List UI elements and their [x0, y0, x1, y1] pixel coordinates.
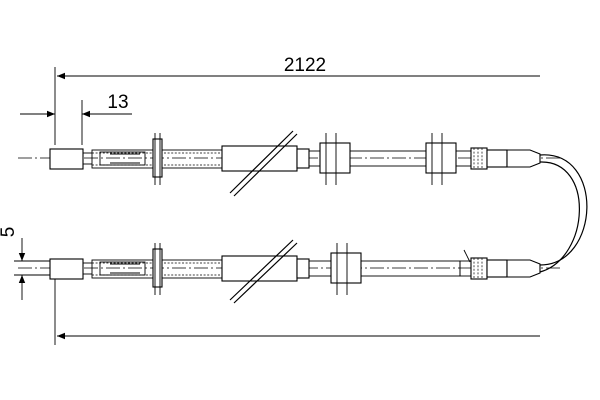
nipple-diameter-dimension: 5: [0, 227, 50, 300]
lower-ferrule: [506, 259, 541, 278]
upper-ferrule: [506, 149, 541, 168]
end-fitting-length-label: 13: [107, 92, 128, 113]
upper-sheath: [349, 150, 427, 167]
end-fitting-dimension: 13: [20, 92, 132, 145]
overall-length-label: 2122: [284, 55, 326, 76]
upper-grommet-2: [425, 142, 457, 174]
lower-end-nipple: [49, 258, 84, 280]
lower-grommet: [330, 252, 362, 284]
upper-cable: [18, 130, 560, 197]
upper-housing: [221, 145, 298, 172]
lower-end-fitting: [470, 257, 488, 280]
upper-end-nipple: [49, 148, 84, 170]
lower-clip: [229, 239, 294, 301]
overall-length-dimension: 2122: [54, 55, 540, 145]
nipple-diameter-label: 5: [0, 227, 19, 238]
upper-end-fitting: [470, 147, 488, 170]
upper-clip: [229, 130, 294, 194]
lower-cable: [18, 239, 560, 304]
upper-grommet: [319, 142, 351, 174]
lower-lock-nut: [152, 248, 163, 288]
upper-lock-nut: [152, 138, 163, 178]
cable-loop: [539, 154, 588, 273]
lower-sheath: [360, 260, 461, 277]
bottom-length-dimension: [54, 275, 540, 345]
lower-housing: [221, 255, 298, 282]
